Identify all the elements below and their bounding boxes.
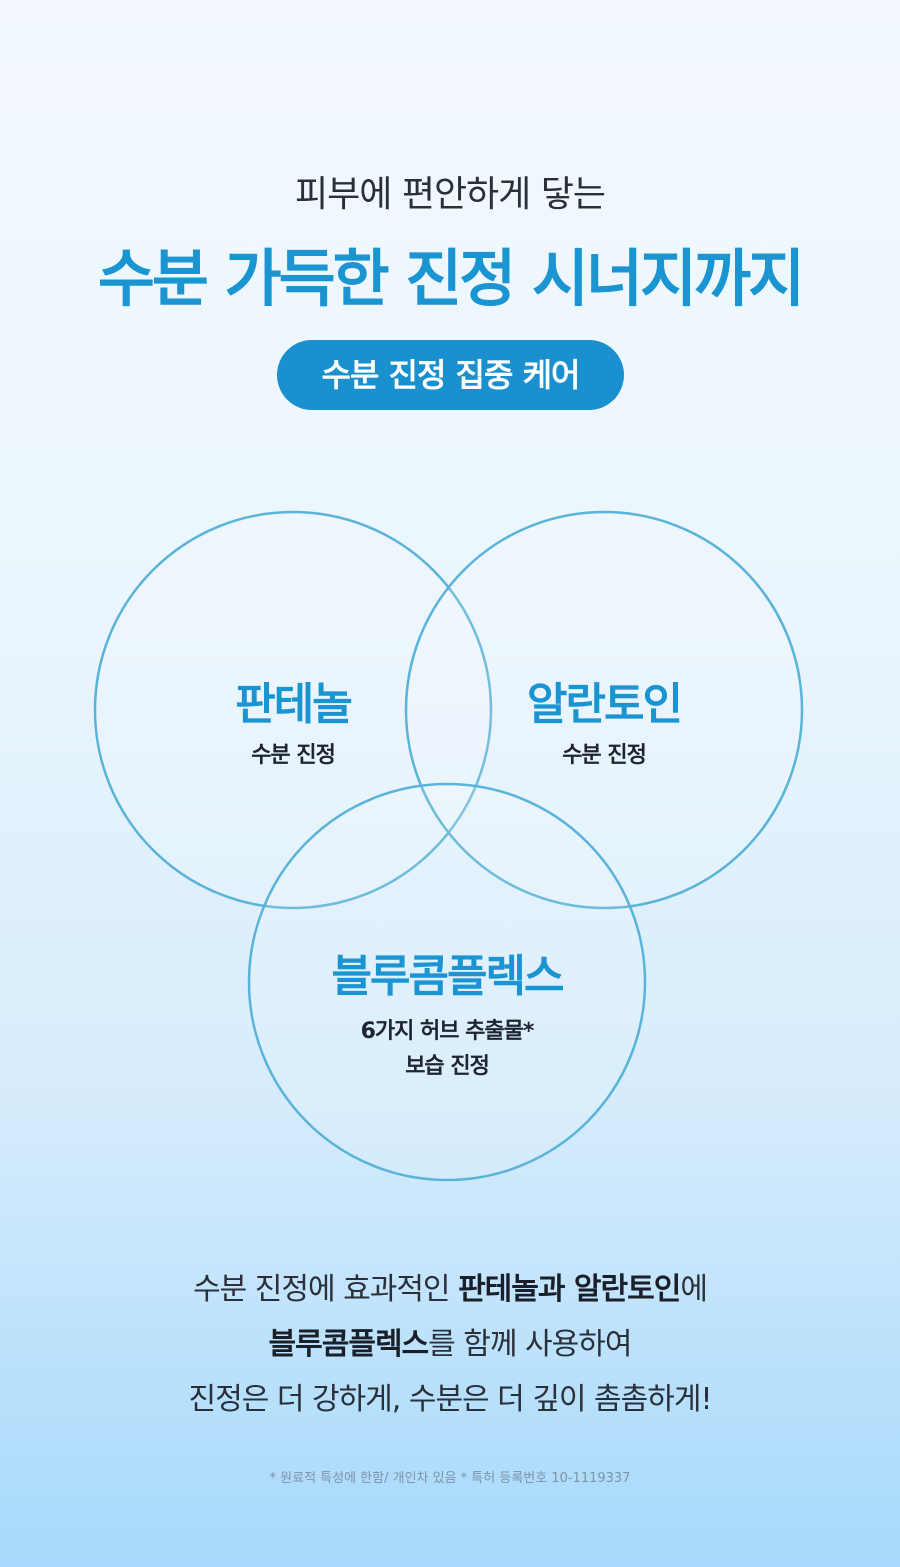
- venn-bottom-title: 블루콤플렉스: [331, 951, 565, 1002]
- venn-circle-right: [404, 510, 804, 910]
- description-text: 수분 진정에 효과적인 판테놀과 알란토인에 블루콤플렉스를 함께 사용하여 진…: [0, 1262, 900, 1427]
- venn-bottom-desc-2: 보습 진정: [405, 1054, 490, 1079]
- page-title: 수분 가득한 진정 시너지까지: [97, 242, 805, 315]
- description-line-2: 블루콤플렉스를 함께 사용하여: [268, 1327, 633, 1362]
- description-line-1: 수분 진정에 효과적인 판테놀과 알란토인에: [193, 1272, 708, 1307]
- venn-bottom-desc-1: 6가지 허브 추출물*: [360, 1019, 535, 1044]
- subtitle: 피부에 편안하게 닿는: [295, 174, 606, 215]
- badge-pill: 수분 진정 집중 케어: [277, 340, 624, 410]
- venn-circle-left: [93, 510, 493, 910]
- venn-right-title: 알란토인: [527, 679, 683, 730]
- venn-left-title: 판테놀: [235, 679, 352, 730]
- venn-right-desc: 수분 진정: [562, 743, 647, 768]
- footnote: * 원료적 특성에 한함/ 개인차 있음 * 특허 등록번호 10-111933…: [269, 1471, 631, 1486]
- venn-circle-bottom: [247, 782, 647, 1182]
- venn-left-desc: 수분 진정: [251, 743, 336, 768]
- description-line-3: 진정은 더 강하게, 수분은 더 깊이 촘촘하게!: [188, 1382, 713, 1417]
